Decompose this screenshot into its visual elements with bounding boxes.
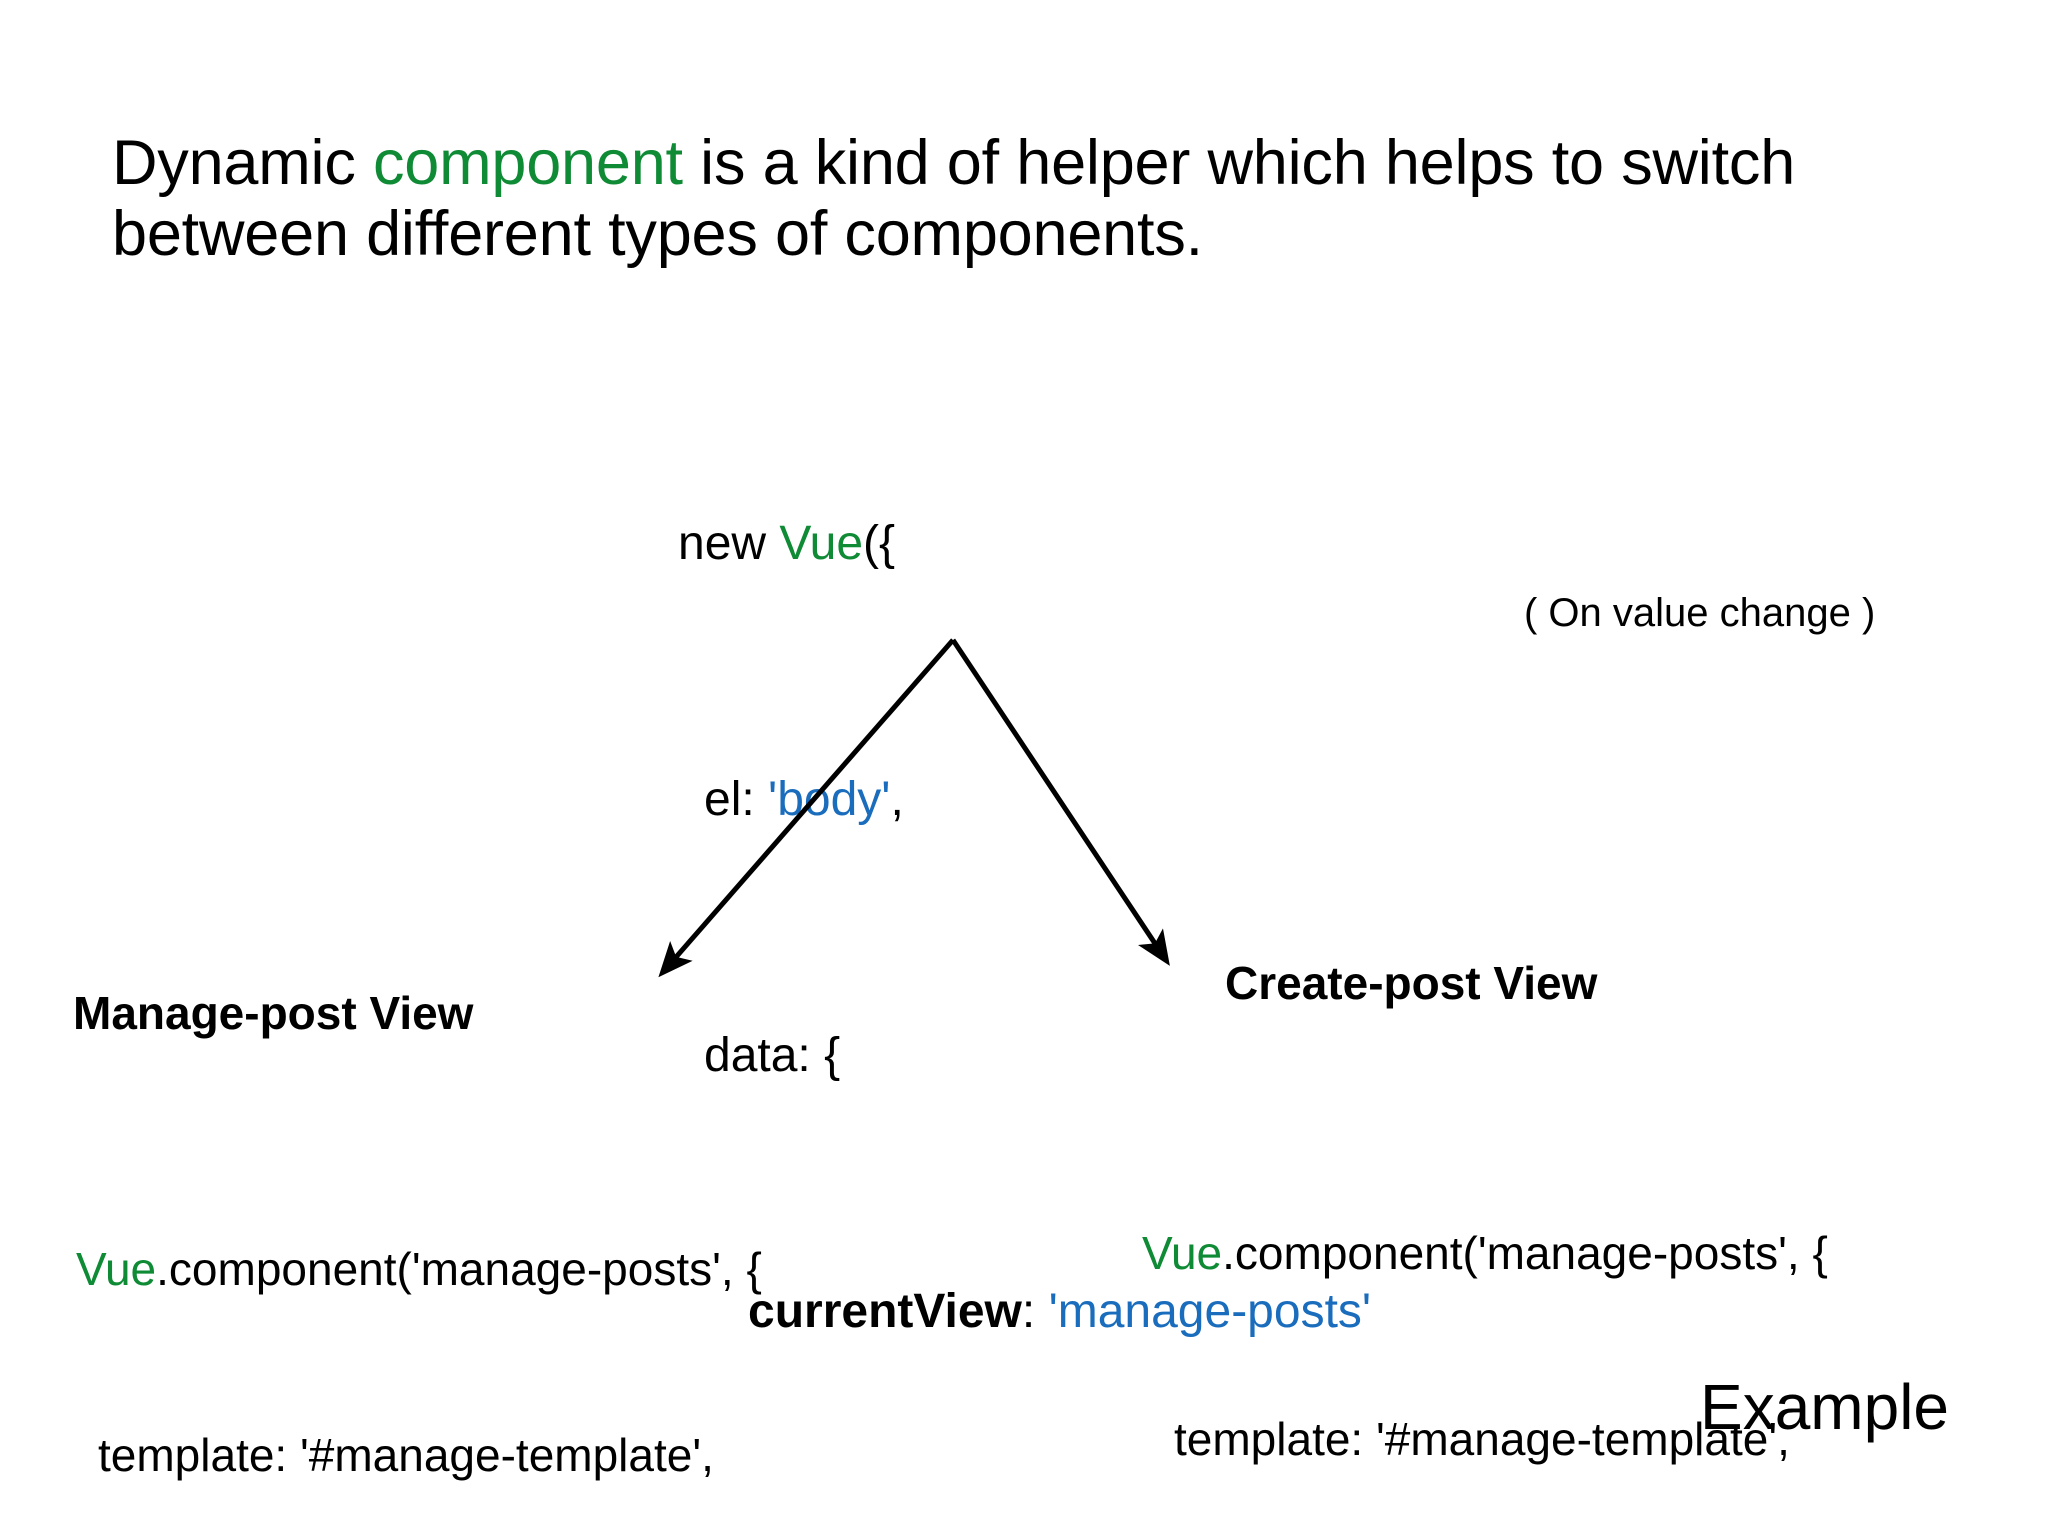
create-code-line-2: template: '#manage-template', bbox=[1174, 1413, 1790, 1465]
manage-code-token-vue: Vue bbox=[76, 1243, 157, 1295]
page-title: Dynamic component is a kind of helper wh… bbox=[112, 128, 1932, 270]
on-value-change-annotation: ( On value change ) bbox=[1524, 591, 1876, 635]
title-highlight-component: component bbox=[372, 128, 683, 198]
create-post-view-heading: Create-post View bbox=[1225, 957, 1598, 1009]
code-token-el-key: el: bbox=[704, 773, 769, 826]
title-text-part-2: is a kind of helper which helps to switc… bbox=[112, 128, 1813, 270]
code-line-el: el: 'body', bbox=[678, 768, 1371, 832]
manage-post-code-block: Vue.component('manage-posts', { template… bbox=[76, 1114, 762, 1536]
code-token-manage-posts-value: 'manage-posts' bbox=[1048, 1285, 1372, 1338]
create-code-token-component-call: .component('manage-posts', { bbox=[1222, 1227, 1828, 1279]
code-line-currentview: currentView: 'manage-posts' bbox=[678, 1280, 1371, 1344]
create-code-token-vue: Vue bbox=[1142, 1227, 1223, 1279]
manage-post-view-heading: Manage-post View bbox=[73, 987, 474, 1039]
manage-code-token-component-call: .component('manage-posts', { bbox=[156, 1243, 762, 1295]
code-token-data-key: data: { bbox=[704, 1029, 841, 1082]
code-token-comma: , bbox=[890, 773, 904, 826]
example-label: Example bbox=[1700, 1371, 1949, 1443]
create-post-code-block: Vue.component('manage-posts', { template… bbox=[1142, 1098, 1828, 1536]
code-token-currentview-key: currentView bbox=[748, 1285, 1022, 1338]
manage-code-line-2: template: '#manage-template', bbox=[98, 1429, 714, 1481]
code-line-new-vue: new Vue({ bbox=[678, 512, 1371, 576]
code-token-new: new bbox=[678, 517, 780, 570]
code-token-open-paren: ({ bbox=[863, 517, 896, 570]
code-line-data: data: { bbox=[678, 1024, 1371, 1088]
code-token-colon: : bbox=[1021, 1285, 1049, 1338]
code-token-vue: Vue bbox=[779, 517, 864, 570]
create-code-line-1: Vue.component('manage-posts', { bbox=[1142, 1222, 1828, 1284]
code-token-body-value: 'body' bbox=[768, 773, 891, 826]
manage-code-line-1: Vue.component('manage-posts', { bbox=[76, 1238, 762, 1300]
title-text-part-1: Dynamic bbox=[112, 128, 373, 198]
